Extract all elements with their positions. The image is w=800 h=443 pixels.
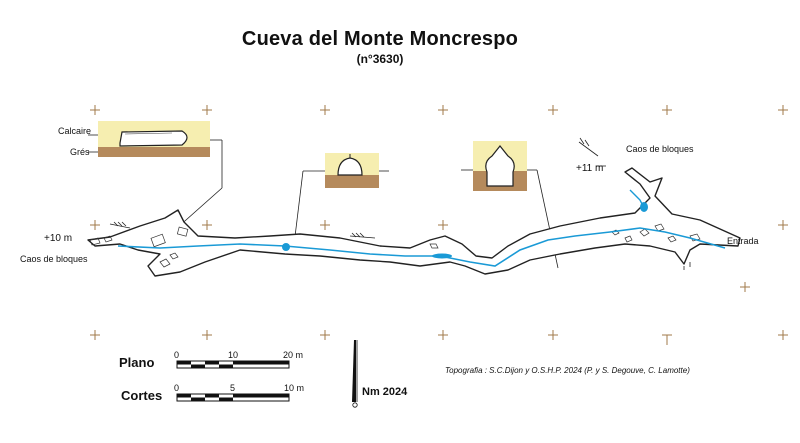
grid-crosses: [90, 105, 788, 345]
label-caos-left: Caos de bloques: [20, 254, 88, 264]
label-elev-plus11: +11 m: [576, 163, 604, 174]
cross-section-middle: [292, 153, 389, 254]
plano-scale-name: Plano: [119, 355, 155, 370]
cave-number: (n°3630): [356, 52, 404, 66]
cortes-scale-name: Cortes: [121, 388, 163, 403]
map-title: Cueva del Monte Moncrespo: [241, 28, 519, 50]
label-entrance: Entrada: [727, 236, 759, 246]
north-label: Nm 2024: [362, 386, 408, 398]
north-arrow-icon: [352, 340, 358, 408]
cave-plan: [87, 137, 741, 277]
plano-tick-10: 10: [228, 350, 239, 360]
survey-credit: Topografia : S.C.Dijon y O.S.H.P. 2024 (…: [445, 366, 690, 375]
cortes-scale-bar: [176, 393, 290, 402]
cortes-tick-0: 0: [174, 383, 180, 393]
cross-section-left: [88, 121, 223, 229]
label-caos-right: Caos de bloques: [626, 144, 694, 154]
label-gres: Grés: [70, 147, 90, 157]
plano-tick-0: 0: [174, 350, 180, 360]
plano-scale-bar: [176, 360, 290, 369]
label-calcaire: Calcaire: [58, 126, 92, 136]
label-elev-plus10: +10 m: [44, 233, 73, 244]
cross-section-right: [461, 141, 559, 269]
cortes-tick-5: 5: [230, 383, 236, 393]
plano-tick-20: 20 m: [283, 350, 304, 360]
cortes-tick-10: 10 m: [284, 383, 305, 393]
